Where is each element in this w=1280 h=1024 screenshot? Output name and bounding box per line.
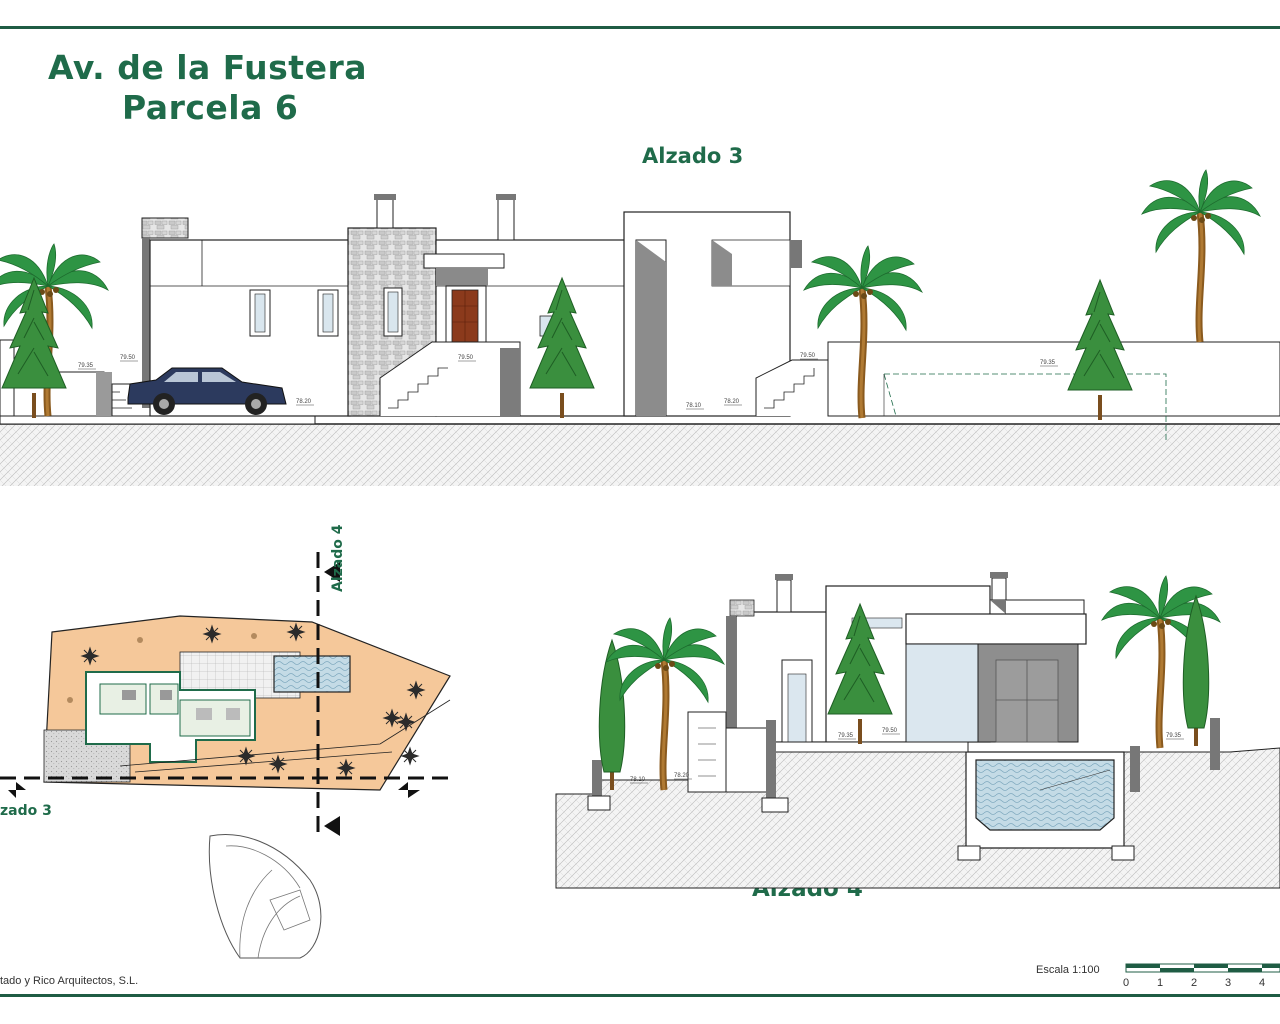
svg-text:79.35: 79.35 <box>1040 360 1056 366</box>
level-marker: 79.35 <box>78 363 96 370</box>
scale-tick-3: 3 <box>1225 977 1232 989</box>
svg-text:79.50: 79.50 <box>458 355 474 361</box>
level-marker: 79.35 <box>1166 733 1184 740</box>
svg-text:78.10: 78.10 <box>630 777 646 783</box>
level-marker: 78.20 <box>296 399 314 406</box>
level-marker: 79.35 <box>1040 360 1058 367</box>
alzado4-elevation: 78.10 78.20 79.35 79.50 79.35 <box>555 572 1280 889</box>
alzado3-elevation: 79.35 79.50 78.20 79.50 78.10 78.20 79.5… <box>0 170 1280 486</box>
scale-tick-4: 4 <box>1259 977 1266 989</box>
alzado3-title: Alzado 3 <box>642 144 744 168</box>
scale-bar <box>1125 963 1280 973</box>
site-plan <box>0 552 451 959</box>
level-marker: 79.50 <box>800 353 818 360</box>
firm-name: tado y Rico Arquitectos, S.L. <box>0 975 139 987</box>
svg-text:78.20: 78.20 <box>724 399 740 405</box>
svg-text:78.20: 78.20 <box>674 773 690 779</box>
level-marker: 78.10 <box>630 777 648 784</box>
svg-text:79.50: 79.50 <box>800 353 816 359</box>
scale-tick-2: 2 <box>1191 977 1198 989</box>
scale-tick-0: 0 <box>1123 977 1130 989</box>
project-title-line1: Av. de la Fustera <box>48 48 368 87</box>
car-illustration <box>127 367 287 415</box>
svg-text:78.20: 78.20 <box>296 399 312 405</box>
svg-text:79.35: 79.35 <box>838 733 854 739</box>
level-marker: 79.35 <box>838 733 856 740</box>
plan-label-alzado4: Alzado 4 <box>330 524 346 592</box>
svg-text:79.35: 79.35 <box>78 363 94 369</box>
level-marker: 78.20 <box>724 399 742 406</box>
plan-label-alzado3: zado 3 <box>0 803 52 819</box>
svg-text:79.50: 79.50 <box>120 355 136 361</box>
level-marker: 78.10 <box>686 403 704 410</box>
top-rule <box>0 26 1280 29</box>
project-title-line2: Parcela 6 <box>122 88 299 127</box>
level-marker: 78.20 <box>674 773 692 780</box>
scale-label: Escala 1:100 <box>1036 964 1100 976</box>
svg-text:79.50: 79.50 <box>882 728 898 734</box>
svg-text:79.35: 79.35 <box>1166 733 1182 739</box>
level-marker: 79.50 <box>882 728 900 735</box>
svg-text:78.10: 78.10 <box>686 403 702 409</box>
level-marker: 79.50 <box>120 355 138 362</box>
scale-tick-1: 1 <box>1157 977 1164 989</box>
level-marker: 79.50 <box>458 355 476 362</box>
bottom-rule <box>0 994 1280 997</box>
